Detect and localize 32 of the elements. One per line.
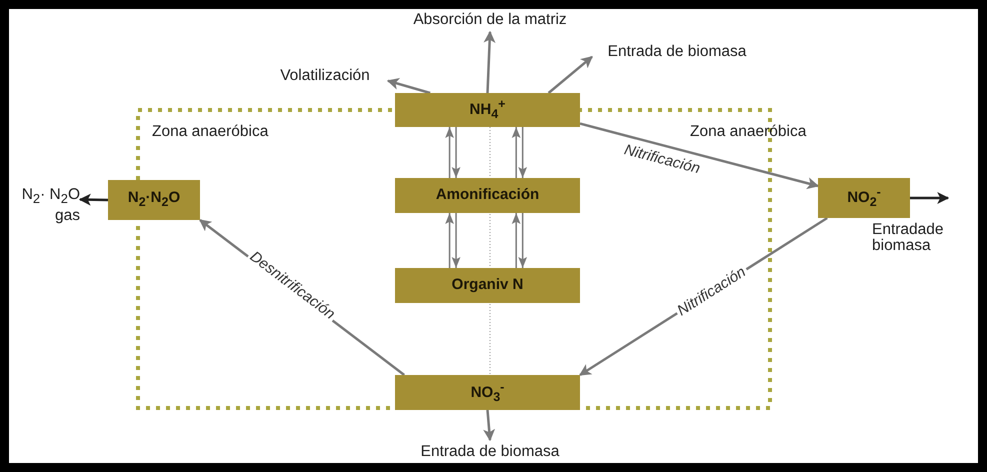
compound-label: Organiv N xyxy=(452,277,524,294)
compound-label: Amonificación xyxy=(436,187,540,204)
process-label: Volatilización xyxy=(280,67,370,85)
arrow xyxy=(580,122,820,190)
arrow xyxy=(483,410,496,442)
half-arrow xyxy=(452,127,460,178)
arrow xyxy=(910,192,950,204)
zone-label: Zona anaeróbica xyxy=(152,123,268,141)
compound-box xyxy=(818,178,910,218)
process-label: Entrada de biomasa xyxy=(420,443,560,461)
process-label: N$_{2}$· N$_{2}$O gas xyxy=(20,186,80,224)
arrow xyxy=(484,30,496,94)
compound-box xyxy=(395,93,580,127)
process-label: Entrada de biomasa xyxy=(608,43,746,61)
arrow xyxy=(548,56,593,94)
half-arrow xyxy=(445,127,454,178)
compound-box xyxy=(395,375,580,410)
compound-label: N$_{2}$·N$_{2}$O xyxy=(128,190,180,210)
arrow xyxy=(78,194,108,206)
half-arrow xyxy=(512,213,521,268)
zone-label: Zona anaeróbica xyxy=(690,123,806,141)
arrow xyxy=(386,78,430,94)
compound-box xyxy=(108,180,200,220)
half-arrow xyxy=(445,213,454,268)
half-arrow xyxy=(452,213,460,268)
compound-box xyxy=(395,178,580,213)
process-label: Absorción de la matriz xyxy=(413,11,567,29)
half-arrow xyxy=(512,127,521,178)
half-arrow xyxy=(518,127,528,178)
compound-box xyxy=(395,268,580,303)
half-arrow xyxy=(518,213,528,268)
process-label: Entradade biomasa xyxy=(872,222,945,255)
